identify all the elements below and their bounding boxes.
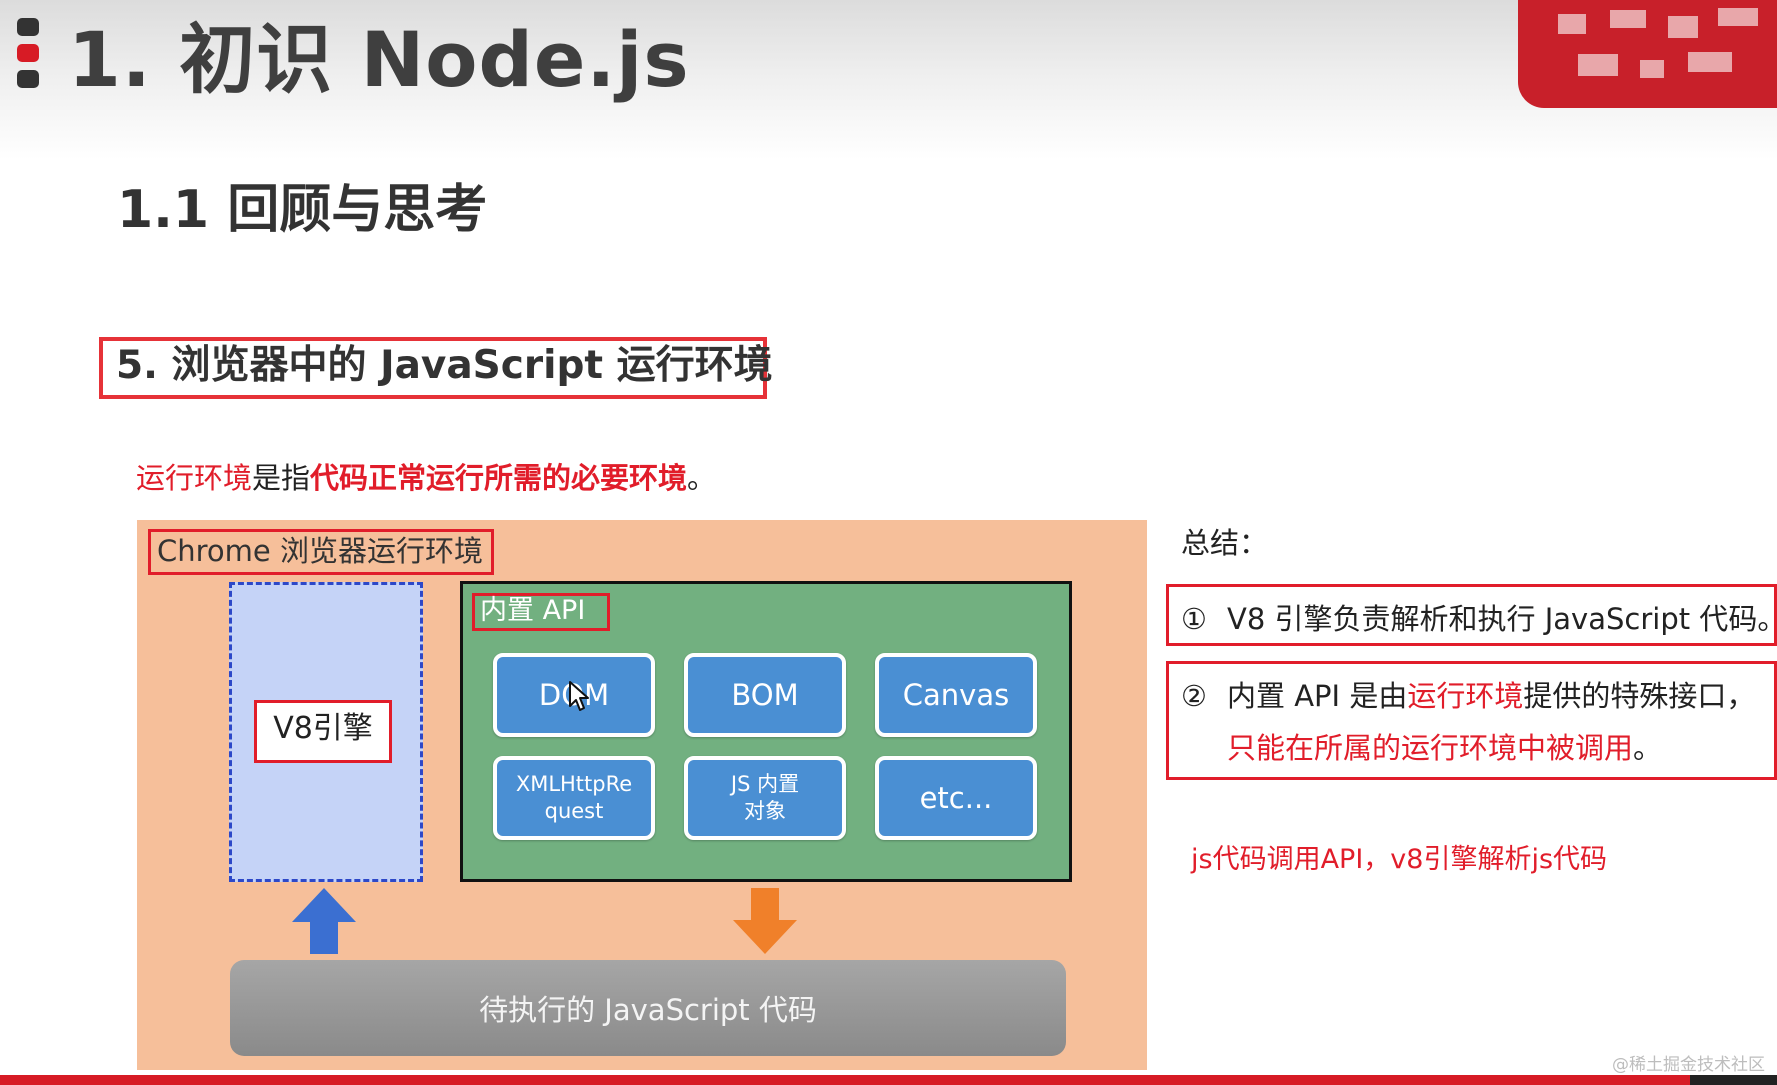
api-item-etc: etc... (875, 756, 1037, 840)
point-2-text-b: 运行环境 (1407, 679, 1524, 713)
logo-badge (1518, 0, 1777, 108)
api-item-js-builtin-objects: JS 内置 对象 (684, 756, 846, 840)
summary-point-2: ② 内置 API 是由运行环境提供的特殊接口， 只能在所属的运行环境中被调用。 (1181, 670, 1755, 774)
annotation-note: js代码调用API，v8引擎解析js代码 (1191, 844, 1608, 875)
point-2-text-e: 。 (1633, 731, 1663, 765)
pending-code-label: 待执行的 JavaScript 代码 (479, 993, 817, 1027)
summary-point-1: ① V8 引擎负责解析和执行 JavaScript 代码。 (1181, 596, 1777, 642)
definition-text: 运行环境是指代码正常运行所需的必要环境。 (136, 455, 716, 501)
watermark: @稀土掘金技术社区 (1612, 1055, 1765, 1075)
definition-term: 运行环境 (136, 461, 253, 495)
mouse-pointer-icon (569, 681, 589, 711)
section-subtitle: 1.1 回顾与思考 (117, 180, 488, 240)
pending-code-bar: 待执行的 JavaScript 代码 (230, 960, 1066, 1056)
section-title-highlight (99, 337, 767, 399)
arrow-up-icon (292, 888, 356, 954)
definition-emphasis: 代码正常运行所需的必要环境 (310, 461, 688, 495)
api-item-xmlhttprequest: XMLHttpRequest (493, 756, 655, 840)
point-1-number: ① (1181, 602, 1207, 636)
section-title: 5. 浏览器中的 JavaScript 运行环境 (116, 343, 773, 388)
api-item-bom: BOM (684, 653, 846, 737)
chrome-label-highlight (148, 529, 494, 575)
point-2-text-d: 只能在所属的运行环境中被调用 (1227, 731, 1634, 765)
builtin-api-label: 内置 API (480, 595, 586, 626)
arrow-down-icon (733, 888, 797, 954)
point-1-text: V8 引擎负责解析和执行 JavaScript 代码。 (1227, 602, 1777, 636)
summary-point-2-highlight (1166, 661, 1777, 780)
api-item-canvas: Canvas (875, 653, 1037, 737)
point-2-line-2: 只能在所属的运行环境中被调用。 (1181, 722, 1755, 774)
api-label-highlight (472, 593, 610, 631)
summary-point-1-highlight (1166, 584, 1777, 646)
chrome-runtime-label: Chrome 浏览器运行环境 (157, 534, 483, 568)
point-2-line-1: ② 内置 API 是由运行环境提供的特殊接口， (1181, 670, 1755, 722)
title-accent-icon (17, 18, 41, 90)
bottom-accent-bar (0, 1075, 1777, 1085)
summary-heading: 总结： (1181, 526, 1269, 560)
point-2-text-c: 提供的特殊接口， (1523, 679, 1756, 713)
point-2-number: ② (1181, 679, 1207, 713)
header-band (0, 0, 1777, 160)
v8-label-highlight (254, 700, 392, 763)
bottom-dark-segment (1690, 1075, 1777, 1085)
definition-connector: 是指 (252, 461, 311, 495)
page-title: 1. 初识 Node.js (68, 15, 690, 104)
definition-period: 。 (687, 461, 717, 495)
v8-engine-label: V8引擎 (273, 711, 373, 746)
point-2-text-a: 内置 API 是由 (1227, 679, 1408, 713)
